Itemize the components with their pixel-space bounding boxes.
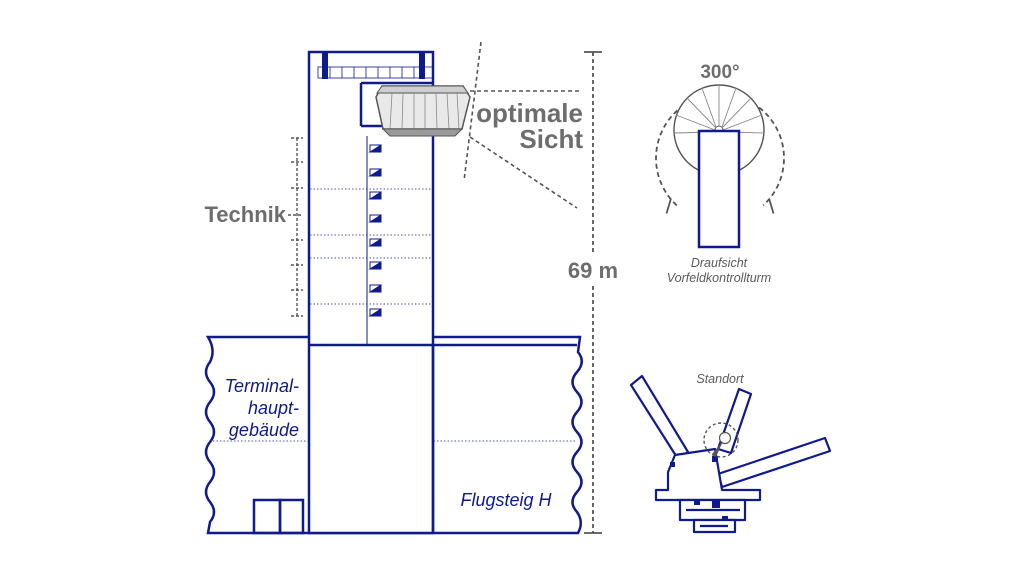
location-marker-icon [703, 422, 739, 458]
tower-roof-antennas [322, 52, 425, 79]
terminal-doors [252, 498, 305, 535]
location-label: Standort [696, 372, 744, 386]
height-label: 69 m [568, 258, 618, 283]
control-cab-icon [375, 85, 471, 137]
technik-label: Technik [204, 202, 286, 227]
sight-lines [463, 41, 580, 209]
technik-bracket [288, 137, 303, 317]
site-plan [629, 374, 832, 534]
angle-label: 300° [700, 62, 739, 83]
stair-windows [368, 144, 382, 317]
optimal-view-label-2: Sicht [519, 124, 583, 154]
tower-shaft [307, 50, 577, 535]
top-view-caption-2: Vorfeldkontrollturm [667, 271, 771, 285]
optimal-view-label-1: optimale [476, 98, 583, 128]
site-plan-details [670, 456, 728, 521]
top-view-caption-1: Draufsicht [691, 256, 748, 270]
tower-top-view [697, 129, 741, 249]
height-dimension [584, 51, 602, 534]
technical-floor-lines [310, 188, 432, 305]
terminal-label-1: Terminal- [225, 376, 299, 396]
terminal-label-2: haupt- [248, 398, 299, 418]
terminal-label-3: gebäude [229, 420, 299, 440]
gate-label: Flugsteig H [460, 490, 552, 510]
roof-grid [317, 66, 434, 79]
